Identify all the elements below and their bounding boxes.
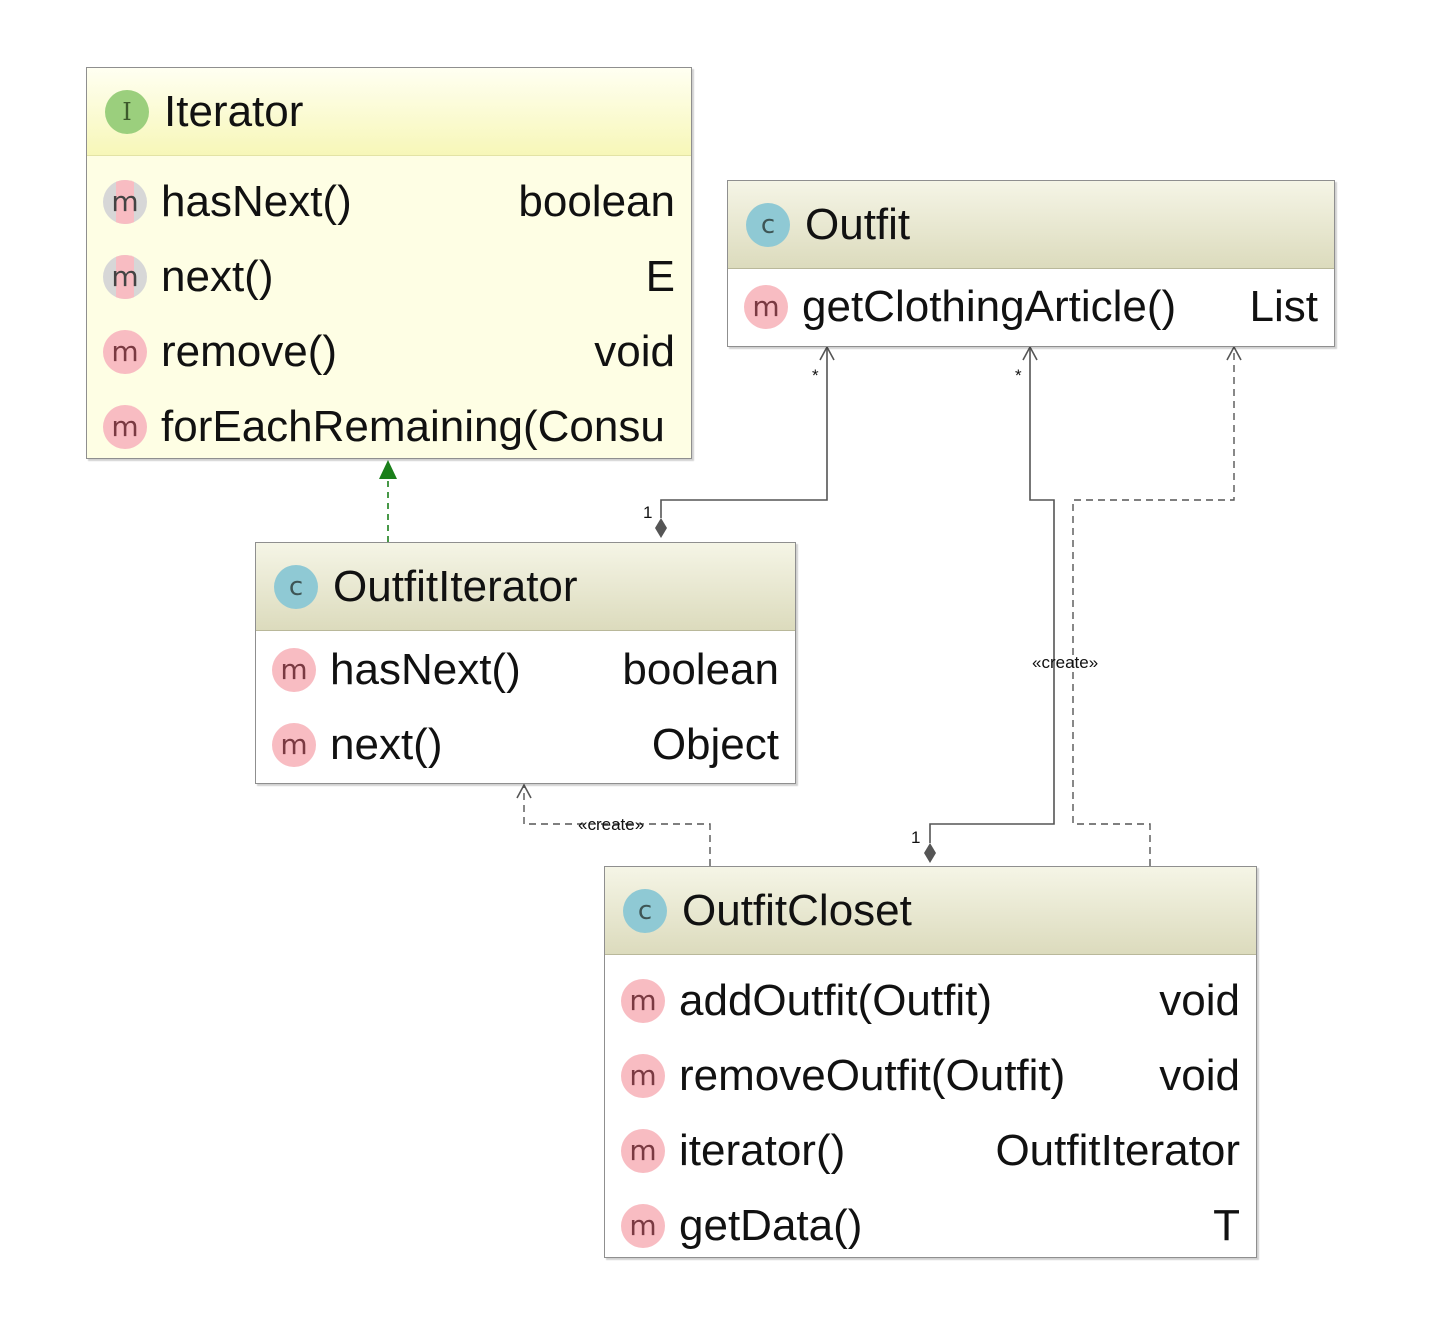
method-list: m addOutfit(Outfit) void m removeOutfit(… xyxy=(605,955,1256,1257)
class-header: c OutfitCloset xyxy=(605,867,1256,955)
method-row[interactable]: m next() E xyxy=(87,239,691,314)
class-name: OutfitCloset xyxy=(682,885,912,935)
class-icon: c xyxy=(623,888,667,933)
method-name: addOutfit(Outfit) xyxy=(679,975,993,1025)
multiplicity-label: 1 xyxy=(911,828,921,847)
uml-class-outfit[interactable]: c Outfit m getClothingArticle() List xyxy=(727,180,1335,347)
class-icon: c xyxy=(274,564,318,609)
uml-class-outfititerator[interactable]: c OutfitIterator m hasNext() boolean m n… xyxy=(255,542,796,784)
realization-edge xyxy=(379,460,397,542)
method-list: m getClothingArticle() List xyxy=(728,269,1334,344)
method-icon: m xyxy=(621,1053,665,1098)
composition-edge-iterator-outfit xyxy=(655,345,835,538)
class-header: I Iterator xyxy=(87,68,691,156)
class-header: c Outfit xyxy=(728,181,1334,269)
method-return-type: List xyxy=(1249,281,1318,331)
class-name: Iterator xyxy=(164,86,304,136)
open-arrowhead xyxy=(1226,345,1242,361)
method-icon: m xyxy=(621,978,665,1023)
method-return-type: OutfitIterator xyxy=(995,1125,1240,1175)
method-return-type: T xyxy=(1213,1200,1240,1250)
method-name: hasNext() xyxy=(330,644,521,694)
composition-edge-closet-outfit xyxy=(924,345,1055,863)
composition-diamond xyxy=(924,843,936,863)
method-icon: m xyxy=(744,284,788,329)
method-name: remove() xyxy=(161,326,338,376)
open-arrowhead xyxy=(516,783,532,799)
method-row[interactable]: m removeOutfit(Outfit) void xyxy=(605,1038,1256,1113)
class-icon: c xyxy=(746,202,790,247)
method-icon: m xyxy=(272,722,316,767)
method-list: m hasNext() boolean m next() Object xyxy=(256,631,795,782)
method-name: getClothingArticle() xyxy=(802,281,1177,331)
method-return-type: void xyxy=(1159,1050,1240,1100)
method-icon: m xyxy=(621,1203,665,1248)
method-icon: m xyxy=(103,329,147,374)
class-name: OutfitIterator xyxy=(333,561,578,611)
method-name: getData() xyxy=(679,1200,863,1250)
method-row[interactable]: m addOutfit(Outfit) void xyxy=(605,963,1256,1038)
method-row[interactable]: m remove() void xyxy=(87,314,691,389)
method-return-type: void xyxy=(1159,975,1240,1025)
multiplicity-label: 1 xyxy=(643,503,653,522)
method-return-type: boolean xyxy=(622,644,779,694)
method-name: removeOutfit(Outfit) xyxy=(679,1050,1066,1100)
composition-diamond xyxy=(655,518,667,538)
method-return-type: E xyxy=(645,251,675,301)
method-row[interactable]: m hasNext() boolean xyxy=(256,632,795,707)
class-header: c OutfitIterator xyxy=(256,543,795,631)
open-arrowhead xyxy=(1022,345,1038,361)
method-name: iterator() xyxy=(679,1125,846,1175)
stereotype-label: «create» xyxy=(578,815,645,834)
method-return-type: void xyxy=(594,326,675,376)
method-row[interactable]: m getData() T xyxy=(605,1188,1256,1257)
abstract-method-icon: m xyxy=(103,179,147,224)
method-return-type: Object xyxy=(651,719,779,769)
stereotype-label: «create» xyxy=(1032,653,1099,672)
class-name: Outfit xyxy=(805,199,911,249)
method-row[interactable]: m next() Object xyxy=(256,707,795,782)
method-return-type: boolean xyxy=(518,176,675,226)
method-name: next() xyxy=(330,719,443,769)
method-list: m hasNext() boolean m next() E m remove(… xyxy=(87,156,691,458)
method-row[interactable]: m iterator() OutfitIterator xyxy=(605,1113,1256,1188)
method-row[interactable]: m hasNext() boolean xyxy=(87,164,691,239)
dependency-edge-closet-iterator xyxy=(516,783,711,866)
interface-icon: I xyxy=(105,89,149,134)
method-icon: m xyxy=(103,404,147,449)
method-row[interactable]: m getClothingArticle() List xyxy=(728,269,1334,344)
method-name: forEachRemaining(Consu xyxy=(161,401,665,451)
dependency-edge-closet-outfit xyxy=(1072,345,1242,866)
method-icon: m xyxy=(272,647,316,692)
method-name: hasNext() xyxy=(161,176,352,226)
multiplicity-label: * xyxy=(812,366,819,385)
method-icon: m xyxy=(621,1128,665,1173)
uml-class-outfitcloset[interactable]: c OutfitCloset m addOutfit(Outfit) void … xyxy=(604,866,1257,1258)
method-row[interactable]: m forEachRemaining(Consu xyxy=(87,389,691,458)
realization-arrowhead xyxy=(379,460,397,479)
uml-interface-iterator[interactable]: I Iterator m hasNext() boolean m next() … xyxy=(86,67,692,459)
abstract-method-icon: m xyxy=(103,254,147,299)
open-arrowhead xyxy=(819,345,835,361)
multiplicity-label: * xyxy=(1015,366,1022,385)
method-name: next() xyxy=(161,251,274,301)
